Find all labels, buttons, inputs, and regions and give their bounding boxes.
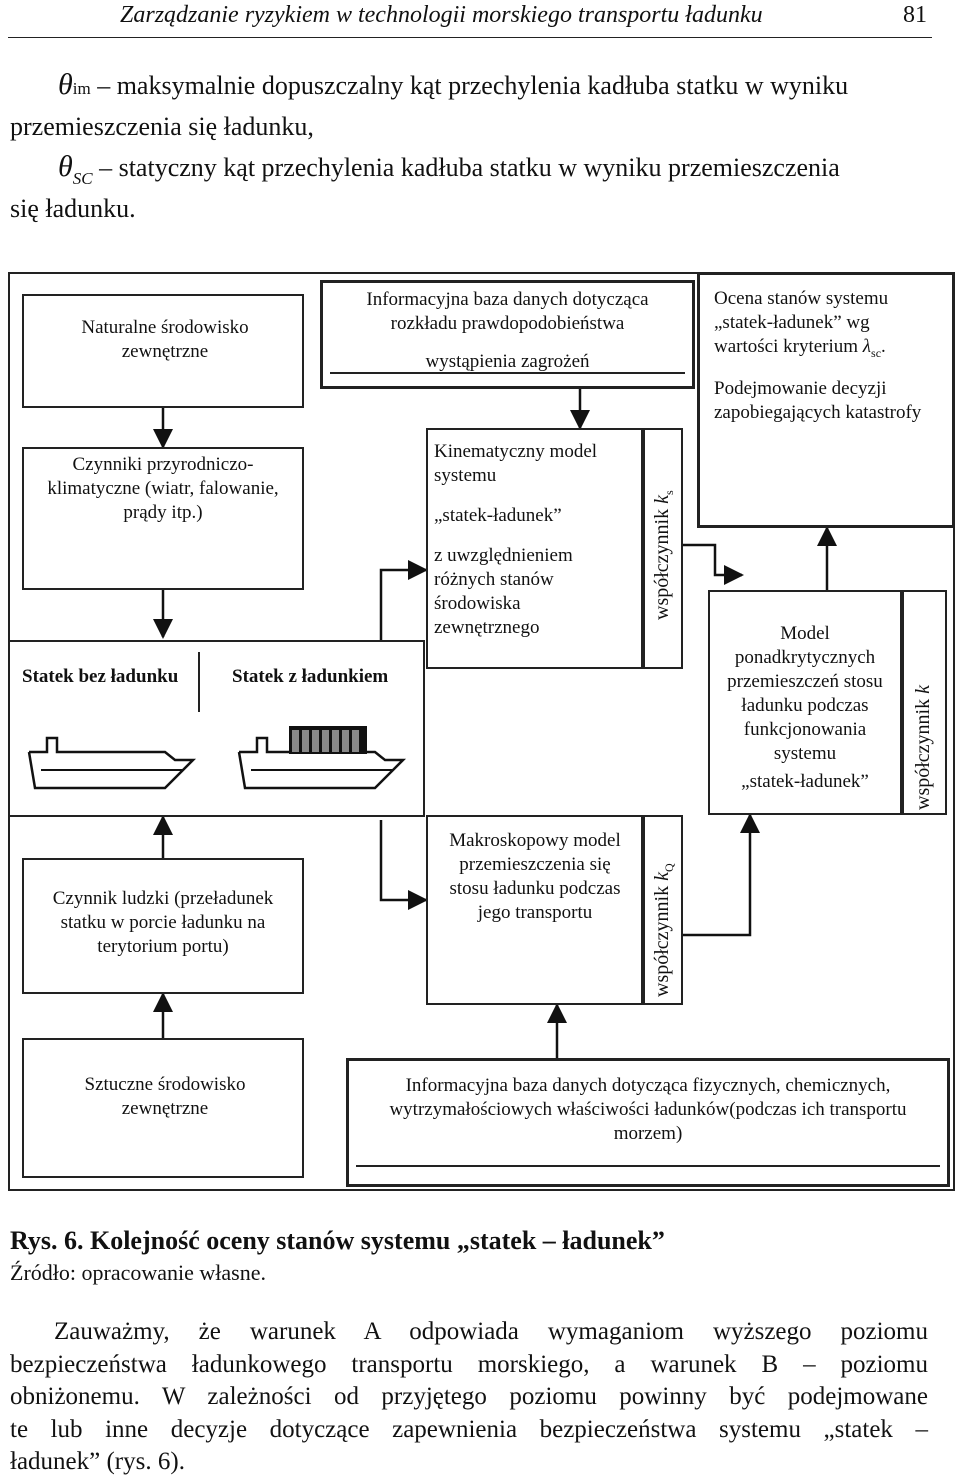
- macroscopic-model-box: Makroskopowy model przemieszczenia się s…: [426, 815, 643, 1005]
- macroscopic-model-label: Makroskopowy model przemieszczenia się s…: [449, 830, 621, 923]
- supercritical-model-box: Model ponadkrytycznych przemieszczeń sto…: [708, 590, 902, 815]
- coefficient-k-box: współczynnik k: [902, 590, 947, 815]
- threats-database-box: Informacyjna baza danych dotycząca rozkł…: [320, 280, 695, 389]
- cargo-database-box: Informacyjna baza danych dotycząca fizyc…: [346, 1058, 950, 1187]
- cargo-database-label: Informacyjna baza danych dotycząca fizyc…: [389, 1075, 907, 1144]
- definition-continuation: przemieszczenia się ładunku,: [10, 112, 314, 141]
- assessment-line2: „statek-ładunek” wg: [714, 312, 870, 333]
- artificial-environment-box: Sztuczne środowisko zewnętrzne: [22, 1038, 304, 1178]
- kinematic-model-line2: systemu: [434, 465, 497, 486]
- header-rule: [8, 37, 932, 38]
- threats-database-line3: wystąpienia zagrożeń: [425, 351, 590, 372]
- coefficient-k-label: współczynnik k: [912, 685, 934, 810]
- human-factor-box: Czynnik ludzki (przeładunek statku w por…: [22, 858, 304, 994]
- ship-loaded-label: Statek z ładunkiem: [232, 666, 389, 687]
- threats-database-line2: rozkładu prawdopodobieństwa: [390, 313, 625, 334]
- page-number: 81: [903, 2, 927, 28]
- natural-factors-box: Czynniki przyrodniczo-klimatyczne (wiatr…: [22, 447, 304, 590]
- ships-box: Statek bez ładunku Statek z ładunkiem: [8, 640, 425, 817]
- threats-database-inner: [330, 372, 685, 374]
- kinematic-model-line4: z uwzględnieniem różnych stanów środowis…: [434, 545, 573, 638]
- theta-subscript: im: [72, 79, 91, 98]
- loaded-ship-icon: [237, 726, 407, 790]
- assessment-line1: Ocena stanów systemu: [714, 288, 889, 309]
- body-line-4: te lub inne decyzje dotyczące zapewnieni…: [10, 1415, 928, 1443]
- body-paragraph: Zauważmy, że warunek A odpowiada wymagan…: [10, 1316, 928, 1479]
- supercritical-model-system: „statek-ładunek”: [741, 771, 869, 792]
- natural-environment-box: Naturalne środowisko zewnętrzne: [22, 294, 304, 408]
- page-header: Zarządzanie ryzykiem w technologii morsk…: [0, 0, 960, 40]
- natural-environment-label: Naturalne środowisko zewnętrzne: [81, 317, 249, 362]
- definition-text: – maksymalnie dopuszczalny kąt przechyle…: [97, 71, 849, 100]
- coefficient-kq-label: współczynnik kQ: [651, 863, 676, 997]
- figure-caption: Rys. 6. Kolejność oceny stanów systemu „…: [10, 1226, 665, 1255]
- ships-divider: [198, 652, 200, 712]
- body-line-3: obniżonemu. W zależności od przyjętego p…: [10, 1383, 928, 1410]
- kinematic-model-line3: „statek-ładunek”: [434, 505, 562, 526]
- ship-empty-label: Statek bez ładunku: [22, 666, 179, 687]
- coefficient-ks-label: współczynnik ks: [651, 490, 676, 620]
- kinematic-model-box: Kinematyczny model systemu „statek-ładun…: [426, 428, 643, 669]
- theta-symbol: θ: [58, 68, 73, 101]
- definition-theta-im: θim – maksymalnie dopuszczalny kąt przec…: [10, 66, 935, 146]
- artificial-environment-label: Sztuczne środowisko zewnętrzne: [84, 1074, 246, 1119]
- theta-symbol: θ: [58, 150, 73, 183]
- definition-theta-sc: θSC – statyczny kąt przechylenia kadłuba…: [10, 148, 935, 228]
- theta-subscript: SC: [72, 169, 93, 188]
- body-line-5: ładunek” (rys. 6).: [10, 1448, 185, 1475]
- definition-continuation: się ładunku.: [10, 194, 136, 223]
- figure-source: Źródło: opracowanie własne.: [10, 1260, 266, 1285]
- definition-text: – statyczny kąt przechylenia kadłuba sta…: [99, 153, 840, 182]
- assessment-box: Ocena stanów systemu „statek-ładunek” wg…: [697, 272, 955, 528]
- cargo-stack-icon: [289, 726, 367, 754]
- running-title: Zarządzanie ryzykiem w technologii morsk…: [120, 2, 763, 28]
- natural-factors-label: Czynniki przyrodniczo-klimatyczne (wiatr…: [47, 454, 279, 523]
- threats-database-line1: Informacyjna baza danych dotycząca: [366, 289, 649, 310]
- coefficient-ks-box: współczynnik ks: [643, 428, 683, 669]
- decision-label: Podejmowanie decyzji zapobiegających kat…: [714, 378, 922, 423]
- human-factor-label: Czynnik ludzki (przeładunek statku w por…: [52, 888, 274, 957]
- coefficient-kq-box: współczynnik kQ: [643, 815, 683, 1005]
- empty-ship-icon: [27, 736, 197, 790]
- kinematic-model-line1: Kinematyczny model: [434, 441, 598, 462]
- assessment-line3: wartości kryterium λsc.: [714, 336, 886, 360]
- supercritical-model-label: Model ponadkrytycznych przemieszczeń sto…: [727, 623, 883, 764]
- body-line-1: Zauważmy, że warunek A odpowiada wymagan…: [54, 1318, 928, 1345]
- cargo-database-inner: [356, 1165, 940, 1167]
- body-line-2: bezpieczeństwa ładunkowego transportu mo…: [10, 1350, 928, 1378]
